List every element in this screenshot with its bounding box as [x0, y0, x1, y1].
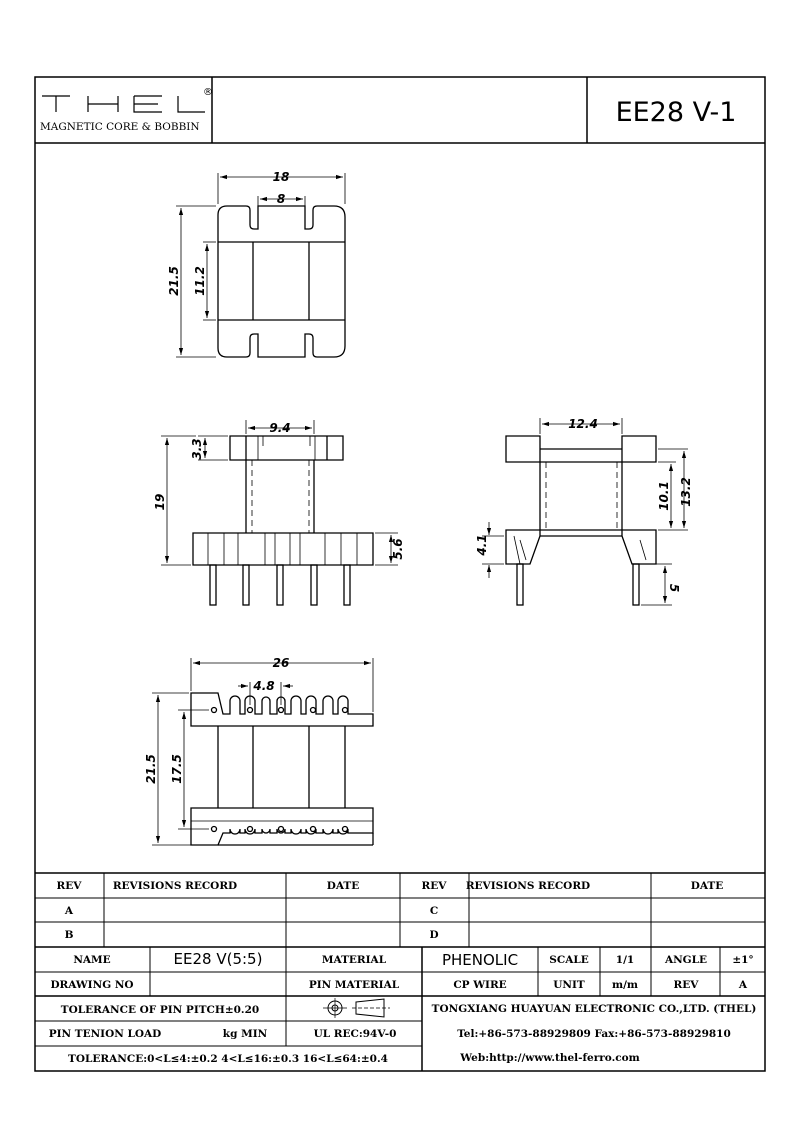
dim-side-outer: 13.2	[679, 477, 693, 507]
date-header-right: DATE	[691, 880, 724, 892]
material-value: PHENOLIC	[442, 951, 518, 969]
scale-label: SCALE	[549, 954, 588, 966]
title-block-grid	[35, 872, 765, 1071]
drawing-no-label: DRAWING NO	[50, 979, 133, 991]
dim-top-width: 18	[273, 170, 290, 184]
pin-tension-unit: kg MIN	[223, 1028, 268, 1040]
dim-top-slot: 8	[277, 192, 285, 206]
projection-symbol-icon	[323, 998, 390, 1018]
material-label: MATERIAL	[322, 954, 387, 966]
side-view	[482, 418, 688, 606]
rev-header-right: REV	[422, 880, 448, 892]
name-value: EE28 V(5:5)	[174, 950, 263, 968]
dim-bottom-height: 21.5	[144, 754, 158, 784]
date-header-left: DATE	[327, 880, 360, 892]
dim-front-core: 9.4	[269, 421, 290, 435]
rev-d: D	[429, 929, 438, 941]
unit-label: UNIT	[553, 979, 585, 991]
dim-front-total: 19	[153, 494, 167, 511]
general-tolerance: TOLERANCE:0<L≤4:±0.2 4<L≤16:±0.3 16<L≤64…	[68, 1053, 388, 1065]
thel-logo: ® MAGNETIC CORE & BOBBIN	[40, 87, 213, 133]
scale-value: 1/1	[616, 954, 634, 966]
contact-info: Tel:+86-573-88929809 Fax:+86-573-8892981…	[457, 1028, 731, 1040]
part-title: EE28 V-1	[616, 97, 737, 128]
name-label: NAME	[73, 954, 110, 966]
pin-material-value: CP WIRE	[453, 979, 506, 991]
header: ® MAGNETIC CORE & BOBBIN EE28 V-1	[35, 77, 765, 144]
dim-front-base: 5.6	[391, 538, 405, 559]
dim-side-pin: 5	[667, 584, 681, 592]
website: Web:http://www.thel-ferro.com	[459, 1052, 640, 1064]
rev-value: A	[738, 979, 748, 991]
dim-side-inner: 10.1	[657, 481, 671, 511]
pin-material-label: PIN MATERIAL	[309, 979, 400, 991]
dim-front-flange: 3.3	[190, 438, 204, 459]
company-name: TONGXIANG HUAYUAN ELECTRONIC CO.,LTD. (T…	[432, 1003, 757, 1015]
dim-side-base: 4.1	[475, 534, 489, 556]
rev-header-left: REV	[57, 880, 83, 892]
top-view	[176, 173, 346, 358]
dim-bottom-pitch: 4.8	[252, 679, 274, 693]
rev-label: REV	[674, 979, 700, 991]
bottom-view	[152, 658, 374, 846]
angle-label: ANGLE	[664, 954, 707, 966]
unit-value: m/m	[612, 979, 638, 991]
ul-rec: UL REC:94V-0	[314, 1028, 397, 1040]
rev-a: A	[64, 905, 74, 917]
front-view	[161, 420, 398, 606]
logo-subtitle: MAGNETIC CORE & BOBBIN	[40, 121, 200, 133]
dim-side-depth: 12.4	[568, 417, 598, 431]
dim-bottom-spacing: 17.5	[170, 754, 184, 784]
angle-value: ±1°	[732, 954, 753, 966]
rev-b: B	[65, 929, 74, 941]
revisions-header-right: REVISIONS RECORD	[466, 880, 590, 892]
revisions-header-left: REVISIONS RECORD	[113, 880, 237, 892]
dim-top-inner: 11.2	[193, 266, 207, 296]
tolerance-pin-pitch: TOLERANCE OF PIN PITCH±0.20	[61, 1004, 259, 1016]
rev-c: C	[430, 905, 438, 917]
sheet-border	[34, 76, 766, 1072]
registered-mark: ®	[203, 87, 213, 98]
dim-bottom-width: 26	[273, 656, 290, 670]
dim-top-height: 21.5	[167, 266, 181, 296]
pin-tension-label: PIN TENION LOAD	[49, 1028, 162, 1040]
